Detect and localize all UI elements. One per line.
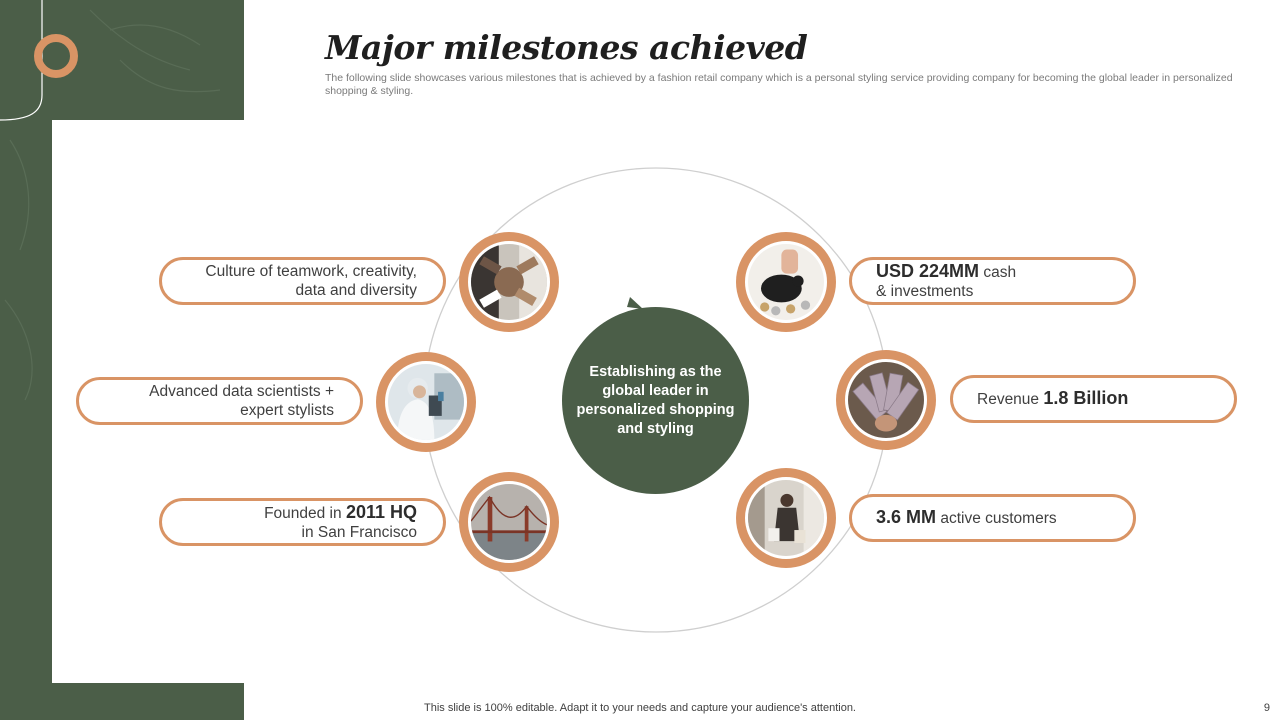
scientist-microscope-photo [376,352,476,452]
milestone-scientists-line2: expert stylists [240,402,334,419]
money-fan-photo [836,350,936,450]
founded-highlight: 2011 HQ [345,501,417,522]
decor-panel-left [0,120,52,720]
cash-suffix: cash [983,263,1017,281]
milestone-founded: Founded in 2011 HQ in San Francisco [159,498,446,546]
milestone-culture-line2: data and diversity [295,282,418,299]
milestone-culture-line1: Culture of teamwork, creativity, [205,263,417,280]
milestone-scientists-line1: Advanced data scientists + [149,383,334,400]
founded-prefix: Founded in [264,504,346,522]
milestone-culture: Culture of teamwork, creativity, data an… [159,257,446,305]
shopper-photo [736,468,836,568]
milestone-cash-line1: USD 224MM cash [876,260,1113,282]
center-goal-text: Establishing as the global leader in per… [576,363,735,437]
milestone-cash: USD 224MM cash & investments [849,257,1136,305]
milestone-founded-line1: Founded in 2011 HQ [182,501,417,523]
teamwork-hands-photo [459,232,559,332]
milestone-customers: 3.6 MM active customers [849,494,1136,542]
golden-gate-bridge-photo [459,472,559,572]
cash-highlight: USD 224MM [876,260,980,281]
decor-panel-top [0,0,244,120]
decor-panel-bottom [52,683,244,720]
milestone-customers-line1: 3.6 MM active customers [876,508,1113,528]
footer-note: This slide is 100% editable. Adapt it to… [424,702,856,714]
center-goal: Establishing as the global leader in per… [562,307,749,494]
slide-subtitle: The following slide showcases various mi… [325,72,1233,97]
revenue-prefix: Revenue [977,391,1044,408]
milestone-founded-line2: in San Francisco [301,523,417,541]
milestone-revenue: Revenue 1.8 Billion [950,375,1237,423]
piggy-bank-photo [736,232,836,332]
milestone-cash-line2: & investments [876,282,974,300]
page-number: 9 [1263,702,1270,714]
milestone-revenue-line1: Revenue 1.8 Billion [977,389,1214,409]
milestone-scientists: Advanced data scientists + expert stylis… [76,377,363,425]
customers-highlight: 3.6 MM [876,507,937,527]
customers-suffix: active customers [936,510,1057,527]
slide-title: Major milestones achieved [325,28,808,67]
revenue-highlight: 1.8 Billion [1043,388,1129,408]
